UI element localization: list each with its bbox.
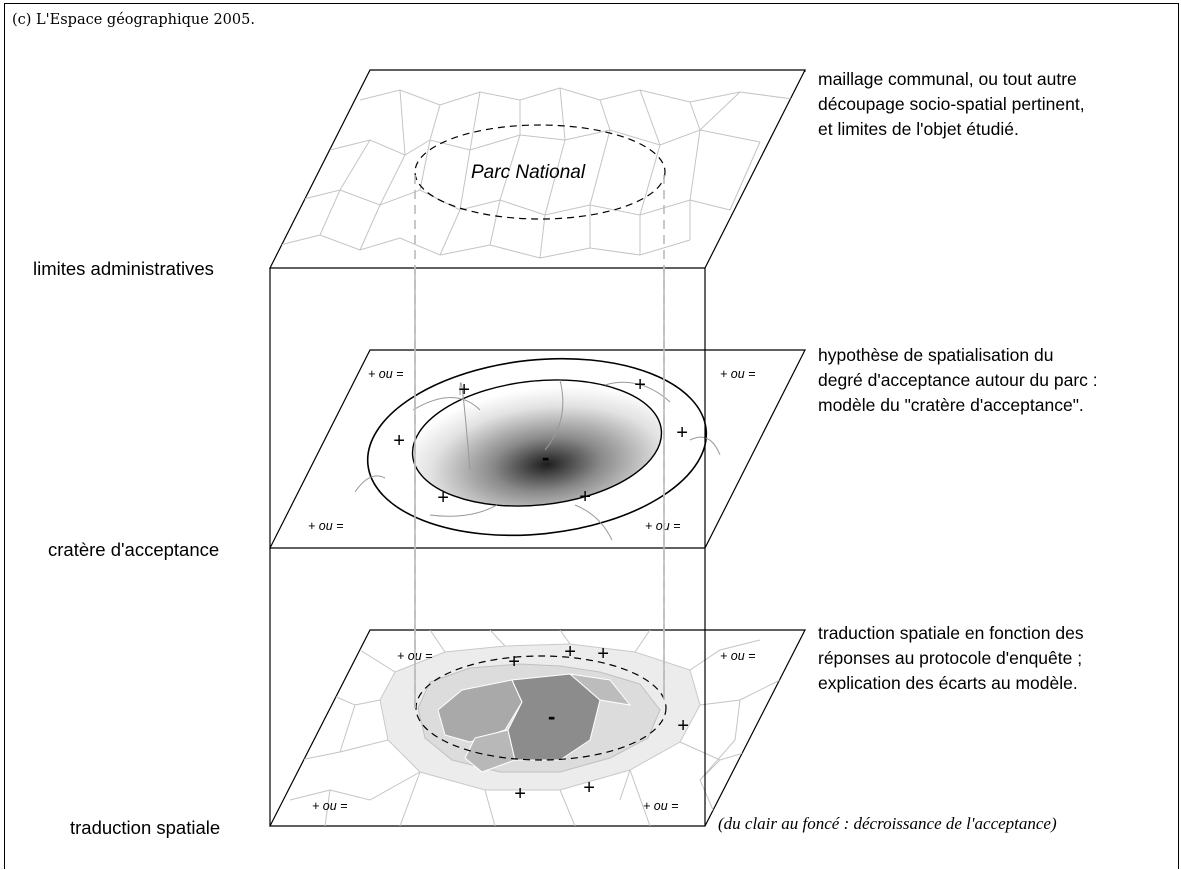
description-top-line-2: découpage socio-spatial pertinent, xyxy=(818,94,1085,114)
layer-limites: Parc National xyxy=(269,69,806,269)
corner-label-middle-tl: + ou = xyxy=(368,367,403,381)
layer-traduction-spatiale: - + + + + + + + ou = + ou = + ou = + ou … xyxy=(269,629,806,827)
corner-label-middle-br: + ou = xyxy=(645,519,680,533)
zone-dark-3 xyxy=(568,673,632,706)
park-label: Parc National xyxy=(471,162,586,183)
plus-mark-middle-3: + xyxy=(393,430,405,452)
min-mark-bottom: - xyxy=(548,704,555,729)
description-bottom-line-1: traduction spatiale en fonction des xyxy=(818,623,1084,643)
shading-legend: (du clair au foncé : décroissance de l'a… xyxy=(718,814,1057,833)
layer-cratere: - + + + + + + + ou = + ou = + ou = + ou … xyxy=(269,349,806,549)
crater-flow-lines xyxy=(354,379,721,541)
side-label-traduction: traduction spatiale xyxy=(70,817,220,838)
description-bottom-line-3: explication des écarts au modèle. xyxy=(818,673,1078,693)
corner-label-bottom-br: + ou = xyxy=(643,799,678,813)
corner-label-bottom-bl: + ou = xyxy=(312,799,347,813)
plane-top xyxy=(269,69,806,269)
description-bottom-line-2: réponses au protocole d'enquête ; xyxy=(818,648,1082,668)
plus-mark-middle-2: + xyxy=(634,374,646,396)
zone-dark-2 xyxy=(464,729,516,773)
park-boundary-bottom xyxy=(415,655,667,761)
plus-mark-bottom-1: + xyxy=(508,651,520,673)
side-label-cratere: cratère d'acceptance xyxy=(48,539,219,560)
commune-mesh-bottom xyxy=(279,630,781,826)
commune-mesh-top xyxy=(279,87,801,259)
description-bottom: traduction spatiale en fonction des répo… xyxy=(818,623,1084,693)
plus-mark-middle-4: + xyxy=(676,422,688,444)
corner-label-middle-tr: + ou = xyxy=(720,367,755,381)
copyright-note: (c) L'Espace géographique 2005. xyxy=(12,12,255,28)
side-label-limites: limites administratives xyxy=(33,258,214,279)
description-top-line-3: et limites de l'objet étudié. xyxy=(818,119,1019,139)
plus-mark-bottom-5: + xyxy=(514,783,526,805)
plus-mark-bottom-3: + xyxy=(597,643,609,665)
plus-mark-middle-1: + xyxy=(458,379,470,401)
plus-mark-bottom-2: + xyxy=(564,641,576,663)
plus-mark-bottom-6: + xyxy=(583,777,595,799)
corner-label-middle-bl: + ou = xyxy=(308,519,343,533)
inner-crater xyxy=(411,379,663,507)
description-top-line-1: maillage communal, ou tout autre xyxy=(818,69,1077,89)
plus-mark-middle-5: + xyxy=(437,487,449,509)
description-middle-line-1: hypothèse de spatialisation du xyxy=(818,345,1053,365)
min-mark-middle: - xyxy=(542,445,549,470)
description-middle: hypothèse de spatialisation du degré d'a… xyxy=(818,345,1098,415)
park-boundary-top xyxy=(414,124,666,220)
description-middle-line-2: degré d'acceptance autour du parc : xyxy=(818,370,1098,390)
description-middle-line-3: modèle du "cratère d'acceptance". xyxy=(818,395,1084,415)
plus-mark-middle-6: + xyxy=(579,486,591,508)
description-top: maillage communal, ou tout autre découpa… xyxy=(818,69,1085,139)
corner-label-bottom-tr: + ou = xyxy=(720,649,755,663)
plus-mark-bottom-4: + xyxy=(677,715,689,737)
figure-frame xyxy=(4,3,1179,869)
